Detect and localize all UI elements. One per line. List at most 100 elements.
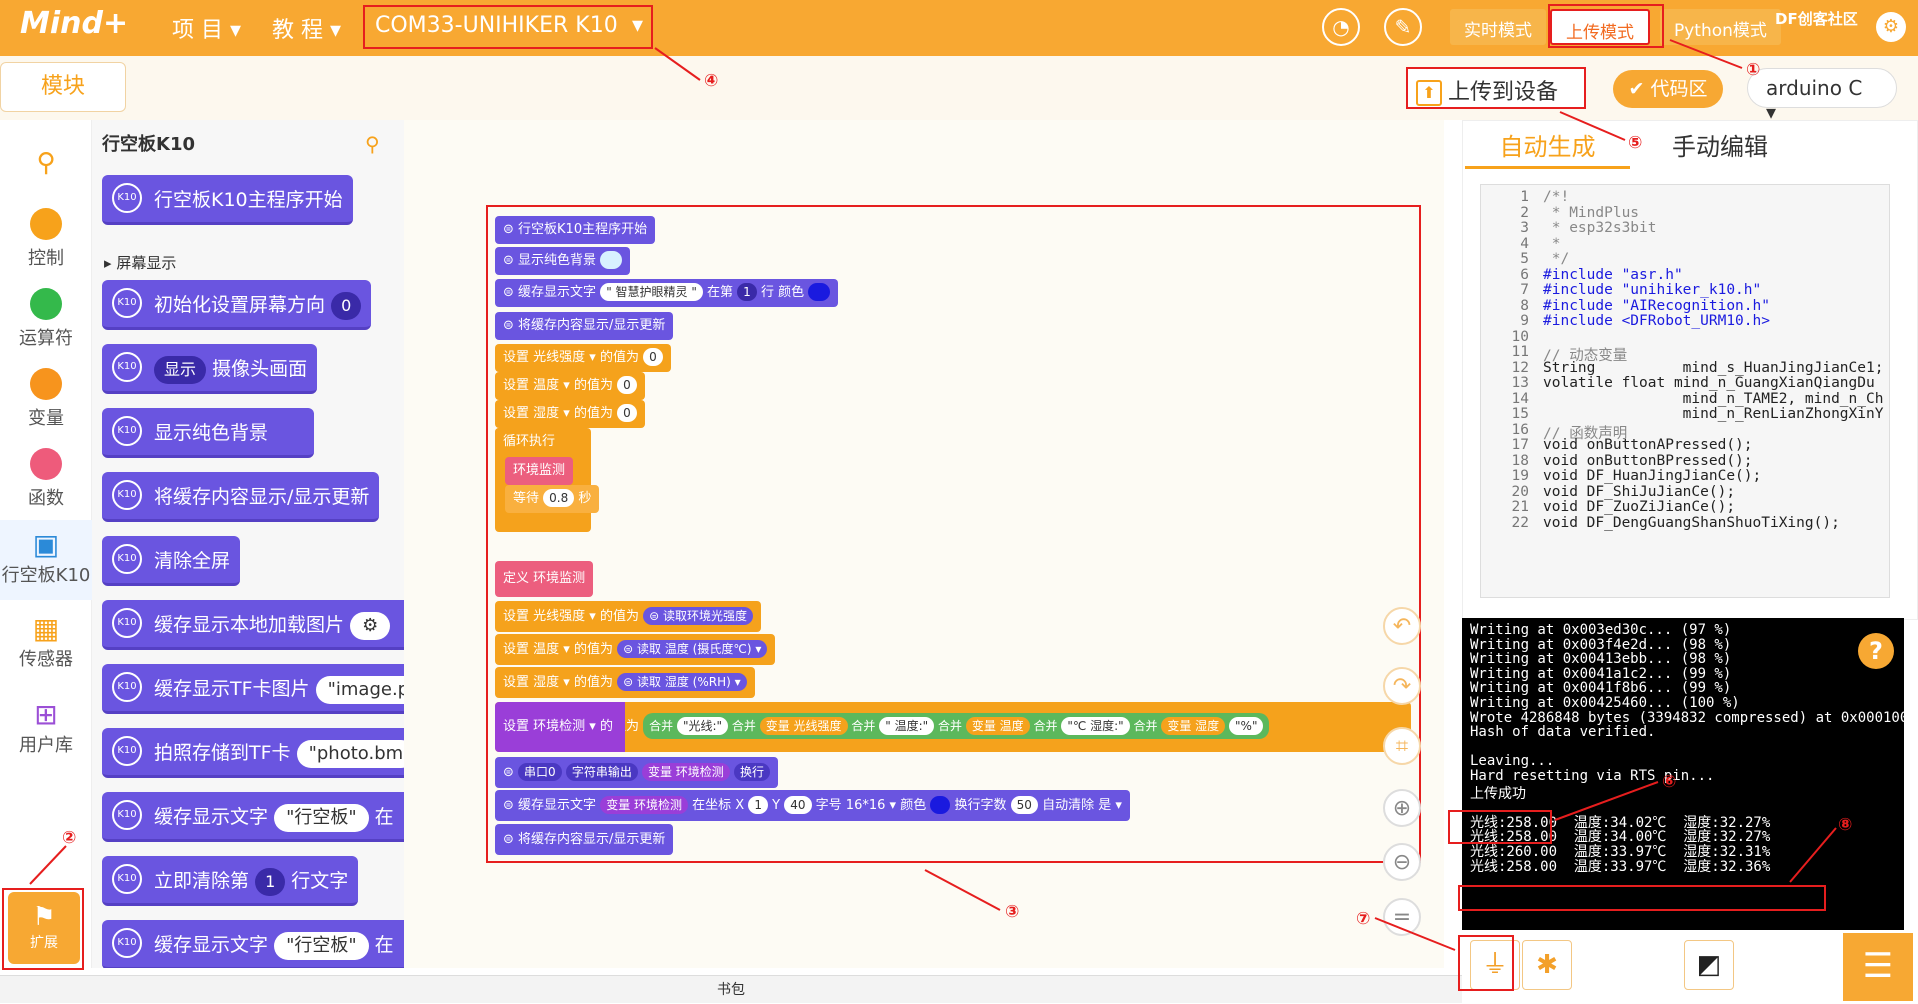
ws-block-refresh[interactable]: ⊜ 将缓存内容显示/显示更新	[495, 312, 674, 340]
pin-icon[interactable]: ⚲	[365, 132, 380, 156]
tab-manual-edit[interactable]: 手动编辑	[1672, 133, 1768, 161]
edit-icon[interactable]: ✎	[1384, 8, 1422, 46]
ws-block-cache-text[interactable]: ⊜ 缓存显示文字 " 智慧护眼精灵 " 在第 1 行 颜色	[495, 279, 839, 307]
gear-icon[interactable]: ⚙	[350, 611, 391, 640]
read-temp-reporter[interactable]: ⊜ 读取 温度 (摄氏度℃) ▾	[617, 640, 768, 658]
usb-icon[interactable]: ⏚	[1470, 940, 1520, 990]
var-reporter[interactable]: 变量 环境检测	[641, 763, 730, 781]
category-operators[interactable]: 运算符	[0, 288, 92, 350]
y-input[interactable]: 40	[784, 796, 812, 814]
ws-set-env-label[interactable]: 设置 环境检测 ▾ 的值为	[495, 702, 625, 784]
ws-set-temp-read[interactable]: 设置 温度 ▾ 的值为 ⊜ 读取 温度 (摄氏度℃) ▾	[495, 634, 776, 665]
help-icon[interactable]: ?	[1858, 633, 1894, 669]
ws-cache-text-pos[interactable]: ⊜ 缓存显示文字 变量 环境检测 在坐标 X 1 Y 40 字号 16*16 ▾…	[495, 790, 1130, 821]
text-input[interactable]: " 温度:"	[879, 717, 935, 735]
line-dropdown[interactable]: 1	[737, 283, 757, 301]
newline-dropdown[interactable]: 换行	[733, 763, 770, 781]
redo-icon[interactable]: ↷	[1383, 667, 1421, 705]
search-icon[interactable]: ⚲	[36, 148, 56, 178]
language-select[interactable]: arduino C ▾	[1747, 68, 1897, 124]
category-k10[interactable]: ▣行空板K10	[0, 520, 92, 600]
undo-icon[interactable]: ↶	[1383, 607, 1421, 645]
section-screen-display[interactable]: ▸ 屏幕显示	[104, 252, 176, 273]
color-swatch[interactable]	[600, 251, 623, 269]
menu-tutorial[interactable]: 教 程 ▾	[272, 12, 341, 44]
ws-set-temp[interactable]: 设置 温度 ▾ 的值为 0	[495, 372, 645, 400]
output-dropdown[interactable]: 字符串输出	[565, 763, 638, 781]
color-swatch[interactable]	[808, 283, 831, 301]
serial-terminal[interactable]: Writing at 0x003ed30c... (97 %)Writing a…	[1462, 618, 1904, 930]
serial-dropdown[interactable]: 串口0	[518, 763, 562, 781]
var-dropdown[interactable]: 湿度	[533, 406, 560, 421]
ws-block-refresh-2[interactable]: ⊜ 将缓存内容显示/显示更新	[495, 824, 674, 855]
color-swatch[interactable]	[930, 796, 951, 814]
var-dropdown[interactable]: 温度	[533, 378, 560, 393]
read-hum-reporter[interactable]: ⊜ 读取 湿度 (%RH) ▾	[617, 673, 747, 691]
settings-icon[interactable]: ⚙	[1876, 12, 1906, 42]
text-input[interactable]: "行空板"	[274, 931, 369, 960]
ws-block-main-start[interactable]: ⊜ 行空板K10主程序开始	[495, 216, 656, 244]
photo-input[interactable]: "photo.bm	[296, 739, 404, 768]
var-dropdown[interactable]: 光线强度	[533, 609, 586, 624]
upload-to-device-button[interactable]: ⬆上传到设备	[1406, 67, 1586, 109]
mode-upload-button[interactable]: 上传模式	[1550, 9, 1650, 45]
tab-auto-generate[interactable]: 自动生成	[1465, 125, 1630, 169]
auto-clear-dropdown[interactable]: 是	[1098, 798, 1112, 813]
join-reporter[interactable]: 合并 "光线:" 合并 变量 光线强度 合并 " 温度:" 合并 变量 温度 合…	[643, 713, 1270, 739]
dashboard-icon[interactable]: ◔	[1322, 8, 1360, 46]
var-dropdown[interactable]: 温度	[533, 642, 560, 657]
text-input[interactable]: "行空板"	[274, 803, 369, 832]
menu-project[interactable]: 项 目 ▾	[172, 12, 241, 44]
ws-block-solid-bg[interactable]: ⊜ 显示纯色背景	[495, 247, 631, 275]
var-reporter[interactable]: 变量 湿度	[1161, 717, 1226, 735]
device-selector[interactable]: COM33-UNIHIKER K10▾	[363, 5, 653, 49]
zoom-reset-icon[interactable]: =	[1383, 898, 1421, 936]
category-functions[interactable]: 函数	[0, 448, 92, 510]
bookmark-label[interactable]: 书包	[717, 982, 745, 998]
bluetooth-icon[interactable]: ✱	[1522, 940, 1572, 990]
zoom-out-icon[interactable]: ⊖	[1383, 843, 1421, 881]
wrap-input[interactable]: 50	[1010, 796, 1038, 814]
sensor-dropdown[interactable]: 温度 (摄氏度℃)	[664, 642, 752, 656]
var-reporter[interactable]: 变量 温度	[965, 717, 1030, 735]
extension-button[interactable]: ⚑扩展	[8, 892, 80, 964]
value-input[interactable]: 0	[617, 404, 637, 422]
category-user-library[interactable]: ⊞用户库	[0, 698, 92, 757]
ws-set-light-read[interactable]: 设置 光线强度 ▾ 的值为 ⊜ 读取环境光强度	[495, 601, 762, 632]
mode-python-button[interactable]: Python模式	[1660, 9, 1781, 45]
sensor-dropdown[interactable]: 湿度 (%RH)	[664, 675, 731, 689]
ws-set-hum[interactable]: 设置 湿度 ▾ 的值为 0	[495, 400, 645, 428]
ws-set-hum-read[interactable]: 设置 湿度 ▾ 的值为 ⊜ 读取 湿度 (%RH) ▾	[495, 667, 755, 698]
ws-set-light[interactable]: 设置 光线强度 ▾ 的值为 0	[495, 344, 671, 372]
var-dropdown[interactable]: 光线强度	[533, 350, 586, 365]
code-area-toggle[interactable]: ✔ 代码区	[1613, 70, 1723, 108]
crop-icon[interactable]: ⌗	[1383, 727, 1421, 765]
mode-realtime-button[interactable]: 实时模式	[1450, 9, 1546, 45]
var-reporter[interactable]: 变量 光线强度	[759, 717, 848, 735]
menu-list-icon[interactable]: ☰	[1843, 933, 1913, 1001]
category-sensors[interactable]: ▦传感器	[0, 612, 92, 671]
x-input[interactable]: 1	[748, 796, 768, 814]
wait-input[interactable]: 0.8	[543, 489, 575, 507]
line-dropdown[interactable]: 1	[255, 867, 286, 896]
value-input[interactable]: 0	[617, 376, 637, 394]
direction-dropdown[interactable]: 0	[331, 291, 362, 320]
ws-serial-out[interactable]: ⊜ 串口0 字符串输出 变量 环境检测 换行	[495, 757, 778, 788]
font-dropdown[interactable]: 16*16	[845, 798, 886, 813]
category-control[interactable]: 控制	[0, 208, 92, 270]
value-input[interactable]: 0	[643, 348, 663, 366]
text-input[interactable]: " 智慧护眼精灵 "	[600, 283, 703, 301]
var-reporter[interactable]: 变量 环境检测	[600, 796, 689, 814]
text-input[interactable]: "%"	[1229, 717, 1264, 735]
